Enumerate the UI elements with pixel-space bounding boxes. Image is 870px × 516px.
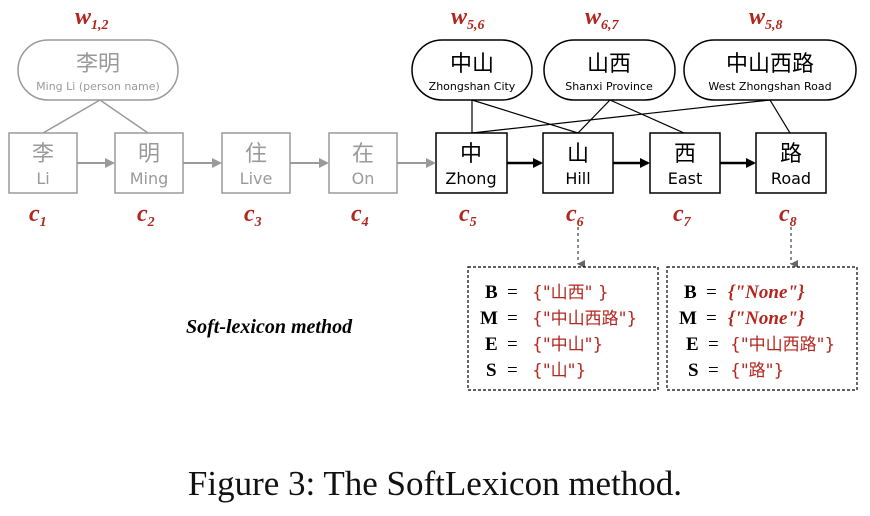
set-eq: = (507, 282, 518, 303)
set-value: {"None"} (728, 282, 805, 303)
char-en: Road (771, 169, 811, 188)
set-eq: = (507, 308, 518, 329)
word-label-w58: w5,8 (749, 4, 783, 33)
set-eq: = (706, 308, 717, 329)
word-zh: 李明 (76, 52, 120, 77)
char-label-c8: c8 (779, 201, 797, 230)
char-box-li: 李 Li (8, 132, 78, 194)
char-box-live: 住 Live (221, 132, 291, 194)
char-en: On (352, 169, 375, 188)
word-zh: 中山西路 (726, 52, 814, 77)
char-label-c7: c7 (673, 201, 692, 230)
char-box-on: 在 On (328, 132, 398, 194)
char-box-hill: 山 Hill (542, 132, 614, 194)
method-label: Soft-lexicon method (186, 316, 353, 338)
char-label-c6: c6 (566, 201, 584, 230)
figure-caption: Figure 3: The SoftLexicon method. (187, 464, 683, 503)
char-zh: 西 (674, 142, 696, 167)
word-label-w12: w1,2 (75, 4, 109, 33)
set-key-m: M (480, 308, 498, 329)
char-zh: 山 (567, 142, 589, 167)
set-value: {"路"} (730, 361, 784, 381)
char-box-zhong: 中 Zhong (435, 132, 508, 194)
bmes-set-c8: B = {"None"} M = {"None"} E = {"中山西路"} S… (666, 266, 858, 391)
set-key-e: E (485, 334, 498, 355)
word-node-zhongshan: 中山 Zhongshan City (411, 39, 533, 101)
set-key-s: S (688, 360, 699, 381)
word-char-links (42, 99, 791, 134)
char-en: Ming (130, 169, 169, 188)
char-label-c1: c1 (29, 201, 47, 230)
char-box-east: 西 East (649, 132, 721, 194)
set-key-b: B (684, 282, 697, 303)
set-key-b: B (485, 282, 498, 303)
char-zh: 住 (245, 142, 267, 167)
char-zh: 路 (780, 142, 802, 167)
set-value: {"中山"} (532, 335, 603, 355)
word-en: Ming Li (person name) (36, 80, 160, 93)
set-value: {"山西" } (532, 283, 609, 303)
char-en: East (668, 169, 703, 188)
word-zh: 中山 (450, 52, 494, 77)
char-box-road: 路 Road (755, 132, 827, 194)
char-en: Hill (565, 169, 590, 188)
char-en: Zhong (445, 169, 496, 188)
char-zh: 明 (138, 142, 160, 167)
word-en: Shanxi Province (565, 80, 653, 93)
char-label-c3: c3 (244, 201, 262, 230)
char-label-c5: c5 (459, 201, 477, 230)
set-value: {"中山西路"} (532, 309, 637, 329)
char-box-ming: 明 Ming (114, 132, 184, 194)
char-zh: 中 (460, 142, 482, 167)
word-label-w56: w5,6 (451, 4, 485, 33)
bmes-set-c6: B = {"山西" } M = {"中山西路"} E = {"中山"} S = … (467, 266, 659, 391)
word-node-shanxi: 山西 Shanxi Province (543, 39, 676, 101)
char-en: Li (36, 169, 49, 188)
set-eq: = (507, 334, 518, 355)
char-zh: 李 (32, 142, 54, 167)
set-value: {"None"} (728, 308, 805, 329)
word-zh: 山西 (587, 52, 631, 77)
set-eq: = (708, 334, 719, 355)
word-label-w67: w6,7 (585, 4, 620, 33)
set-value: {"山"} (532, 361, 586, 381)
set-eq: = (708, 360, 719, 381)
set-value: {"中山西路"} (730, 335, 835, 355)
set-key-s: S (486, 360, 497, 381)
char-en: Live (240, 169, 273, 188)
char-label-c4: c4 (351, 201, 369, 230)
set-key-m: M (679, 308, 697, 329)
set-eq: = (507, 360, 518, 381)
char-zh: 在 (352, 142, 374, 167)
char-label-c2: c2 (137, 201, 155, 230)
word-en: West Zhongshan Road (708, 80, 831, 93)
word-node-zhongshanxilu: 中山西路 West Zhongshan Road (683, 39, 857, 101)
word-node-liming: 李明 Ming Li (person name) (17, 39, 179, 101)
set-key-e: E (686, 334, 699, 355)
set-eq: = (706, 282, 717, 303)
word-en: Zhongshan City (429, 80, 516, 93)
